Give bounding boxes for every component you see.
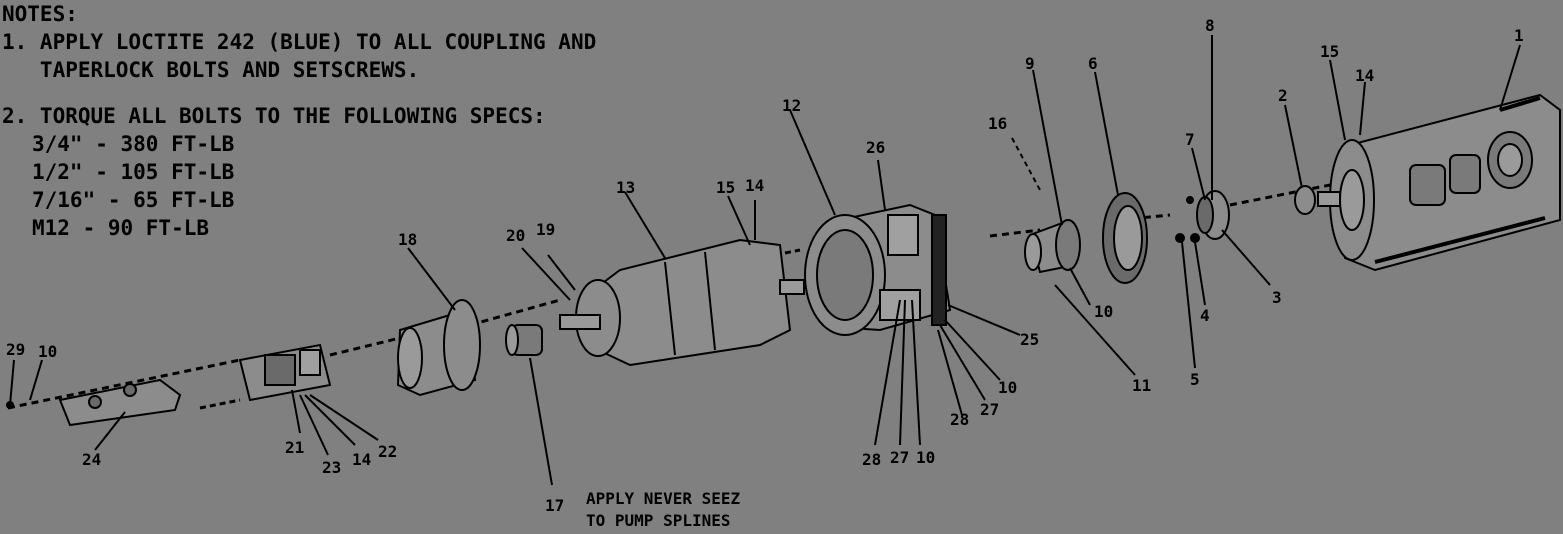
callout-label: 7 xyxy=(1185,130,1195,149)
callout-label: 11 xyxy=(1132,376,1152,395)
callout-label: 28 xyxy=(950,410,970,429)
torque-spec-1: 3/4" - 380 FT-LB xyxy=(32,132,235,156)
assembly-axis-line xyxy=(7,183,1331,410)
callout-label: 18 xyxy=(398,230,418,249)
callout-label: 5 xyxy=(1190,370,1200,389)
callout-label: 25 xyxy=(1020,330,1040,349)
torque-spec-2: 1/2" - 105 FT-LB xyxy=(32,160,235,184)
note-1-line-2: TAPERLOCK BOLTS AND SETSCREWS. xyxy=(2,58,420,82)
part-24-valve-block xyxy=(58,378,182,427)
part-2-bushing xyxy=(1294,185,1316,215)
callout-label: 23 xyxy=(322,458,342,477)
pump-spline-note: APPLY NEVER SEEZ TO PUMP SPLINES xyxy=(586,488,740,532)
callout-label: 10 xyxy=(916,448,936,467)
note-2-line-1: 2. TORQUE ALL BOLTS TO THE FOLLOWING SPE… xyxy=(2,104,546,128)
part-5-key xyxy=(1175,233,1185,243)
pump-note-line-1: APPLY NEVER SEEZ xyxy=(586,489,741,508)
callout-label: 4 xyxy=(1200,306,1210,325)
callout-label: 27 xyxy=(980,400,1000,419)
callout-label: 20 xyxy=(506,226,526,245)
general-notes: NOTES: 1. APPLY LOCTITE 242 (BLUE) TO AL… xyxy=(2,0,596,242)
part-17-spline-coupling xyxy=(505,324,543,356)
part-6-coupling-insert xyxy=(1102,192,1148,284)
callout-label: 15 xyxy=(716,178,736,197)
callout-label: 3 xyxy=(1272,288,1282,307)
callout-label: 29 xyxy=(6,340,26,359)
part-7-screw xyxy=(1186,196,1194,204)
callout-label: 21 xyxy=(285,438,305,457)
part-4-setscrew xyxy=(1190,233,1200,243)
part-18-pump-adapter xyxy=(396,299,481,397)
pump-note-line-2: TO PUMP SPLINES xyxy=(586,511,731,530)
callout-label: 1 xyxy=(1514,26,1524,45)
callout-label: 10 xyxy=(38,342,58,361)
callout-label: 6 xyxy=(1088,54,1098,73)
callout-label: 10 xyxy=(1094,302,1114,321)
callout-label: 15 xyxy=(1320,42,1340,61)
callout-label: 17 xyxy=(545,496,565,515)
part-1-pump-housing xyxy=(1317,93,1561,272)
torque-spec-4: M12 - 90 FT-LB xyxy=(32,216,210,240)
torque-spec-3: 7/16" - 65 FT-LB xyxy=(32,188,235,212)
callout-label: 14 xyxy=(352,450,372,469)
callout-label: 24 xyxy=(82,450,102,469)
note-1-line-1: 1. APPLY LOCTITE 242 (BLUE) TO ALL COUPL… xyxy=(2,30,597,54)
callout-label: 26 xyxy=(866,138,886,157)
part-13-electric-motor xyxy=(559,238,805,367)
callout-label: 2 xyxy=(1278,86,1288,105)
callout-label: 14 xyxy=(745,176,765,195)
notes-heading: NOTES: xyxy=(2,2,78,26)
part-21-hydraulic-pump xyxy=(238,343,332,402)
callout-label: 27 xyxy=(890,448,910,467)
callout-label: 13 xyxy=(616,178,636,197)
callout-label: 19 xyxy=(536,220,556,239)
callout-label: 12 xyxy=(782,96,802,115)
callout-label: 8 xyxy=(1205,16,1215,35)
callout-label: 10 xyxy=(998,378,1018,397)
part-12-bell-housing xyxy=(804,203,952,336)
callout-label: 28 xyxy=(862,450,882,469)
callout-label: 16 xyxy=(988,114,1008,133)
part-9-coupling-half xyxy=(1024,219,1081,274)
callout-label: 14 xyxy=(1355,66,1375,85)
callout-label: 9 xyxy=(1025,54,1035,73)
callout-label: 22 xyxy=(378,442,398,461)
